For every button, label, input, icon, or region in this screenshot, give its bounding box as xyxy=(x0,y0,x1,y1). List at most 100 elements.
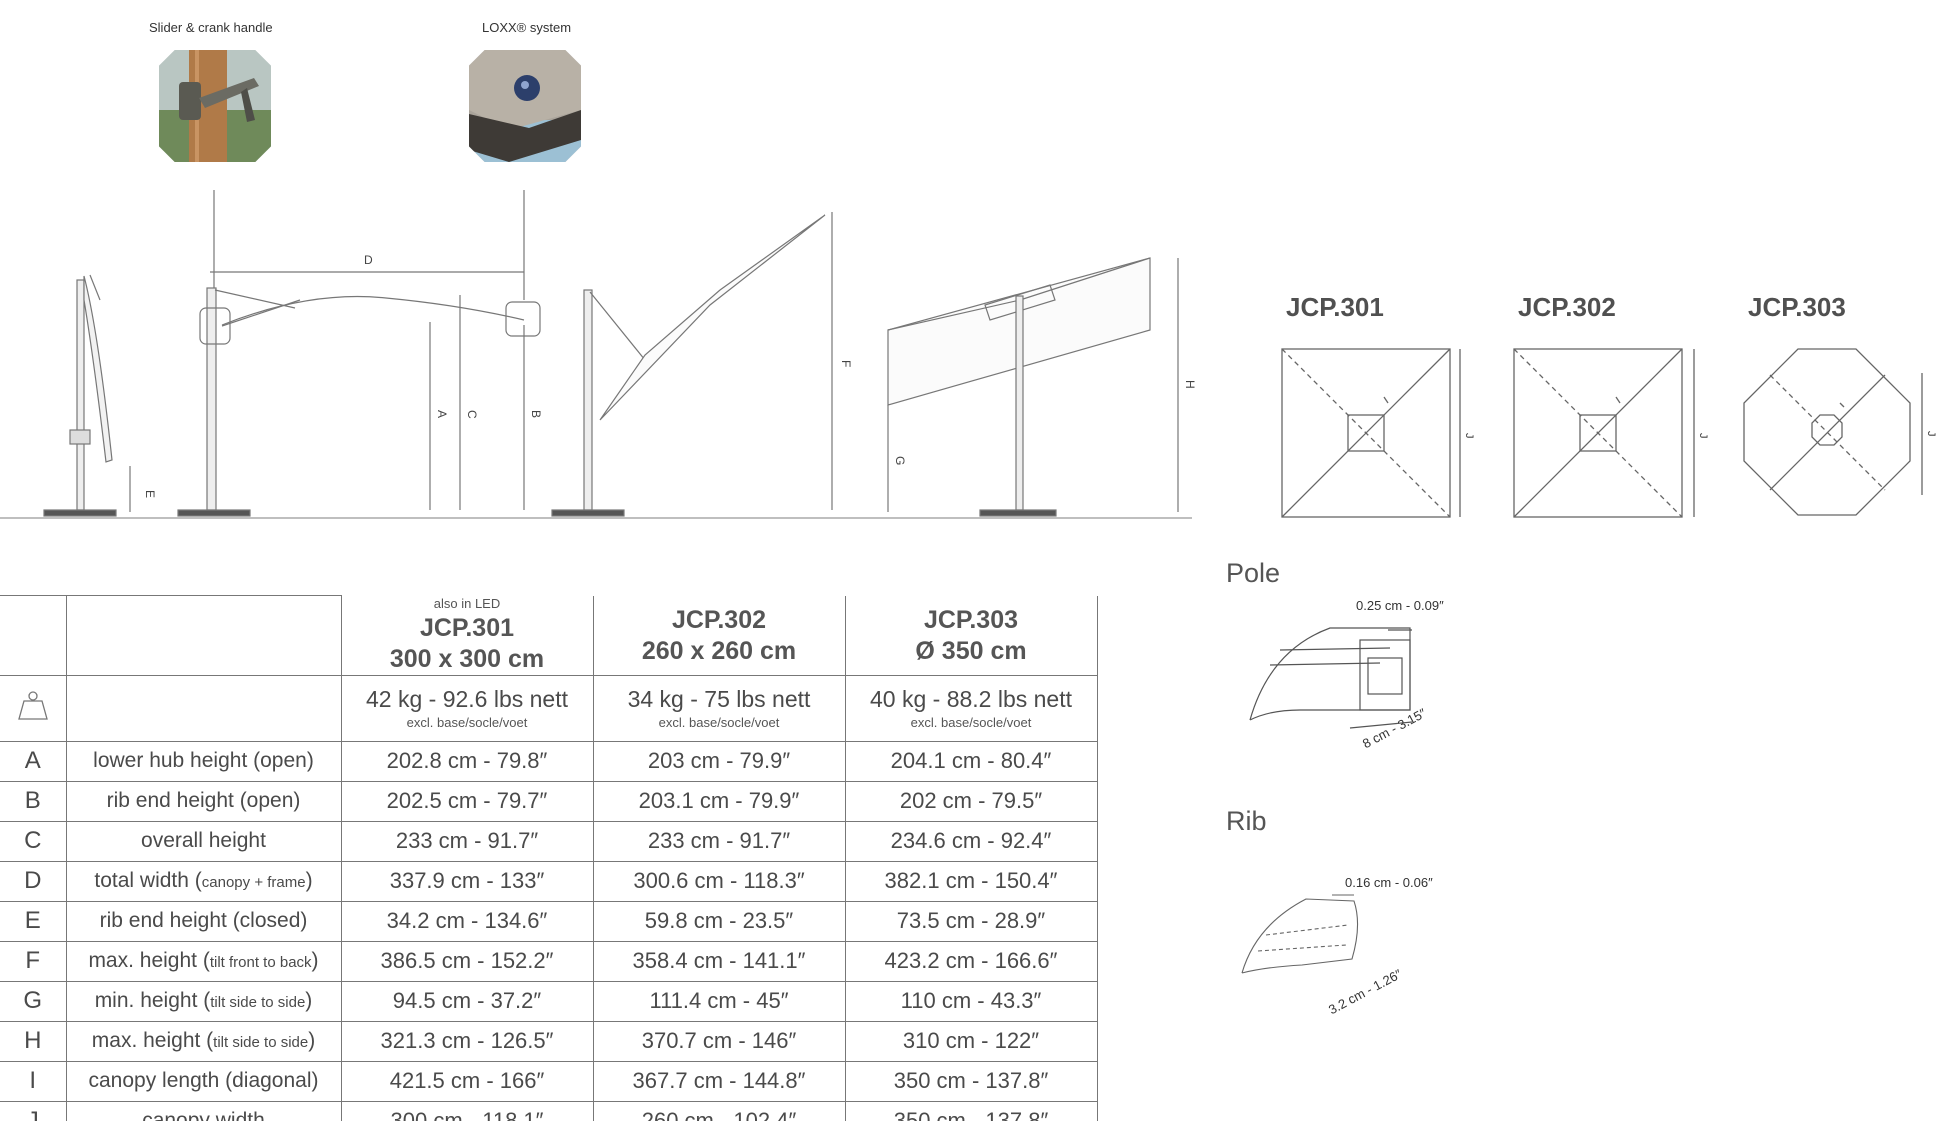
weight-303-sub: excl. base/socle/voet xyxy=(910,715,1032,730)
canopy-octagon-303: J xyxy=(1743,348,1937,516)
weight-icon xyxy=(17,690,48,720)
row-value-303: 234.6 cm - 92.4″ xyxy=(844,820,1098,862)
row-label-cell: lower hub height (open) xyxy=(65,740,342,782)
header-model-303: JCP.303 Ø 350 cm xyxy=(844,595,1098,676)
tilted-side-side-figure xyxy=(887,257,1179,517)
open-umbrella-side-figure xyxy=(177,271,541,517)
row-value-303: 204.1 cm - 80.4″ xyxy=(844,740,1098,782)
closed-umbrella-figure xyxy=(43,274,131,517)
canopy-square-301: J xyxy=(1281,348,1475,518)
row-label-cell: max. height (tilt front to back) xyxy=(65,940,342,982)
header-code-303: JCP.303 xyxy=(923,606,1019,634)
row-value-301: 34.2 cm - 134.6″ xyxy=(340,900,594,942)
row-value-302: 203 cm - 79.9″ xyxy=(592,740,846,782)
row-value-301: 321.3 cm - 126.5″ xyxy=(340,1020,594,1062)
row-label-cell: total width (canopy + frame) xyxy=(65,860,342,902)
row-value-303: 73.5 cm - 28.9″ xyxy=(844,900,1098,942)
dim-label-e: E xyxy=(143,490,157,498)
dim-label-d: D xyxy=(364,253,373,267)
model-title-303: JCP.303 xyxy=(1748,292,1846,322)
row-key: B xyxy=(0,780,67,822)
dim-label-c: C xyxy=(465,410,479,419)
row-label-cell: rib end height (closed) xyxy=(65,900,342,942)
dim-label-h: H xyxy=(1183,380,1197,389)
row-label-cell: overall height xyxy=(65,820,342,862)
canopy-302-j-label: J xyxy=(1697,433,1709,439)
canopy-301-j-label: J xyxy=(1463,433,1475,439)
row-value-303: 310 cm - 122″ xyxy=(844,1020,1098,1062)
row-label: canopy length (diagonal) xyxy=(88,1069,319,1092)
header-model-302: JCP.302 260 x 260 cm xyxy=(592,595,846,676)
weight-301-main: 42 kg - 92.6 lbs nett xyxy=(365,686,568,712)
row-value-301: 233 cm - 91.7″ xyxy=(340,820,594,862)
row-key: F xyxy=(0,940,67,982)
row-key: J xyxy=(0,1100,67,1121)
loxx-system-photo xyxy=(469,50,581,162)
dim-label-g: G xyxy=(893,456,907,465)
row-value-303: 350 cm - 137.8″ xyxy=(844,1060,1098,1102)
row-label: rib end height (closed) xyxy=(99,909,308,932)
row-value-302: 111.4 cm - 45″ xyxy=(592,980,846,1022)
dim-label-b: B xyxy=(529,410,543,418)
weight-302-sub: excl. base/socle/voet xyxy=(658,715,780,730)
header-size-303: Ø 350 cm xyxy=(915,637,1027,665)
tilted-front-back-figure xyxy=(551,212,833,517)
led-note: also in LED xyxy=(433,595,501,611)
header-empty-label xyxy=(65,595,342,676)
row-value-302: 370.7 cm - 146″ xyxy=(592,1020,846,1062)
rib-profile-drawing xyxy=(1241,894,1359,974)
row-label-close: ) xyxy=(308,1029,316,1052)
rib-title: Rib xyxy=(1226,806,1267,836)
row-value-301: 421.5 cm - 166″ xyxy=(340,1060,594,1102)
row-value-302: 367.7 cm - 144.8″ xyxy=(592,1060,846,1102)
row-value-303: 202 cm - 79.5″ xyxy=(844,780,1098,822)
row-label-cell: canopy width xyxy=(65,1100,342,1121)
header-code-302: JCP.302 xyxy=(671,606,767,634)
model-title-302: JCP.302 xyxy=(1518,292,1616,322)
row-label-qualifier: tilt side to side xyxy=(210,994,306,1011)
row-key: H xyxy=(0,1020,67,1062)
row-value-301: 337.9 cm - 133″ xyxy=(340,860,594,902)
spec-table: also in LED JCP.301 300 x 300 cm JCP.302… xyxy=(0,595,1098,1121)
row-label: max. height ( xyxy=(91,1029,214,1052)
slider-crank-photo xyxy=(159,50,271,162)
pole-title: Pole xyxy=(1226,558,1281,588)
row-label-cell: canopy length (diagonal) xyxy=(65,1060,342,1102)
row-key: D xyxy=(0,860,67,902)
row-label: rib end height (open) xyxy=(106,789,301,812)
row-label-close: ) xyxy=(305,869,313,892)
row-value-303: 350 cm - 137.8″ xyxy=(844,1100,1098,1121)
row-value-302: 358.4 cm - 141.1″ xyxy=(592,940,846,982)
header-code-301: JCP.301 xyxy=(419,613,515,642)
weight-row: 42 kg - 92.6 lbs nett excl. base/socle/v… xyxy=(0,674,1098,742)
weight-icon-cell xyxy=(0,674,67,742)
header-model-301: also in LED JCP.301 300 x 300 cm xyxy=(340,595,594,676)
header-size-301: 300 x 300 cm xyxy=(389,644,545,673)
row-label: overall height xyxy=(141,829,266,852)
weight-label-cell xyxy=(65,674,342,742)
row-label-close: ) xyxy=(311,949,319,972)
row-label-close: ) xyxy=(305,989,313,1012)
row-value-303: 110 cm - 43.3″ xyxy=(844,980,1098,1022)
row-value-301: 386.5 cm - 152.2″ xyxy=(340,940,594,982)
row-key: A xyxy=(0,740,67,782)
umbrella-dimension-drawing: D E A C B F G H xyxy=(0,190,1197,519)
canopy-square-302: J xyxy=(1513,348,1709,518)
row-label: lower hub height (open) xyxy=(93,749,314,772)
row-key: I xyxy=(0,1060,67,1102)
row-label-cell: max. height (tilt side to side) xyxy=(65,1020,342,1062)
weight-303-main: 40 kg - 88.2 lbs nett xyxy=(869,686,1072,712)
row-label: min. height ( xyxy=(94,989,211,1012)
row-value-301: 202.5 cm - 79.7″ xyxy=(340,780,594,822)
spec-header-row: also in LED JCP.301 300 x 300 cm JCP.302… xyxy=(0,595,1098,676)
row-value-302: 233 cm - 91.7″ xyxy=(592,820,846,862)
row-key: G xyxy=(0,980,67,1022)
